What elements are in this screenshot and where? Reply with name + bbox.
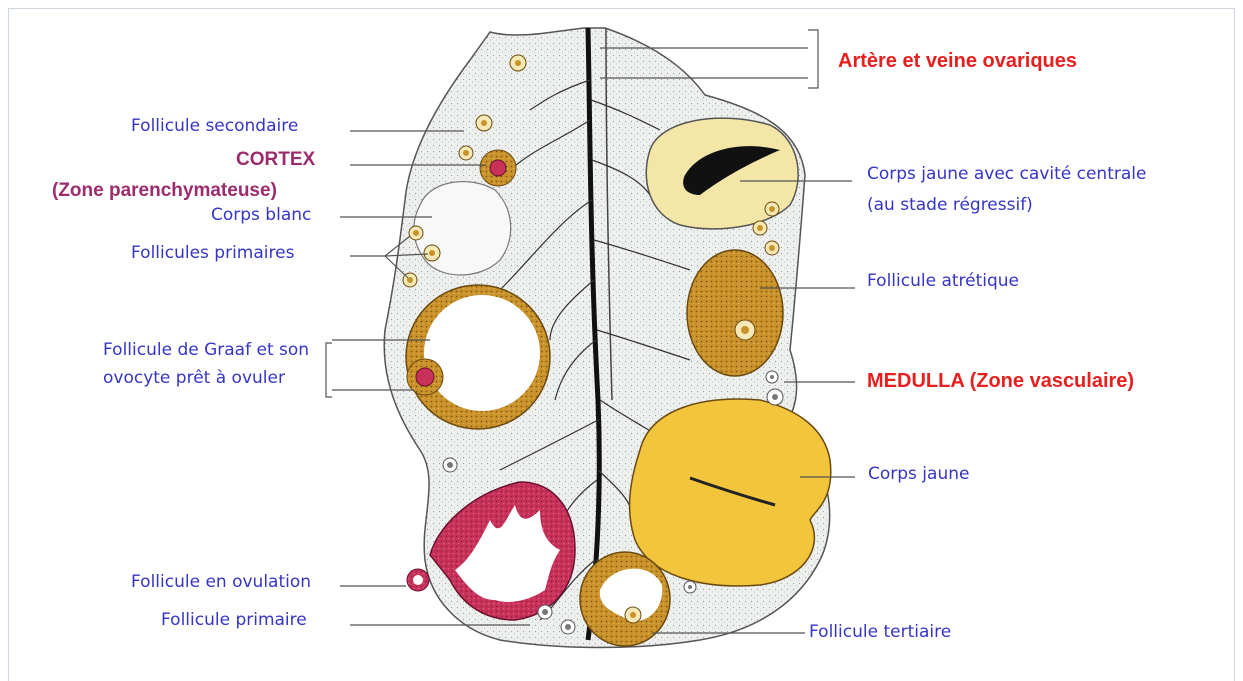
label-medulla: MEDULLA (Zone vasculaire): [867, 371, 1134, 391]
label-artere-veine: Artère et veine ovariques: [838, 51, 1077, 71]
label-graaf-line2: ovocyte prêt à ovuler: [103, 370, 285, 387]
label-follicule-primaire: Follicule primaire: [161, 612, 307, 629]
label-corps-jaune-cavite-line2: (au stade régressif): [867, 197, 1033, 214]
label-corps-jaune-cavite-line1: Corps jaune avec cavité centrale: [867, 166, 1146, 183]
label-follicule-ovulation: Follicule en ovulation: [131, 574, 311, 591]
label-zone-parenchymateuse: (Zone parenchymateuse): [52, 181, 277, 200]
label-follicule-secondaire: Follicule secondaire: [131, 118, 298, 135]
label-cortex: CORTEX: [236, 150, 315, 169]
label-follicules-primaires: Follicules primaires: [131, 245, 294, 262]
label-follicule-atretique: Follicule atrétique: [867, 273, 1019, 290]
label-corps-blanc: Corps blanc: [211, 207, 311, 224]
label-graaf-line1: Follicule de Graaf et son: [103, 342, 309, 359]
label-follicule-tertiaire: Follicule tertiaire: [809, 624, 951, 641]
corps-blanc: [414, 182, 511, 275]
label-corps-jaune: Corps jaune: [868, 466, 969, 483]
follicule-atretique: [687, 250, 783, 376]
